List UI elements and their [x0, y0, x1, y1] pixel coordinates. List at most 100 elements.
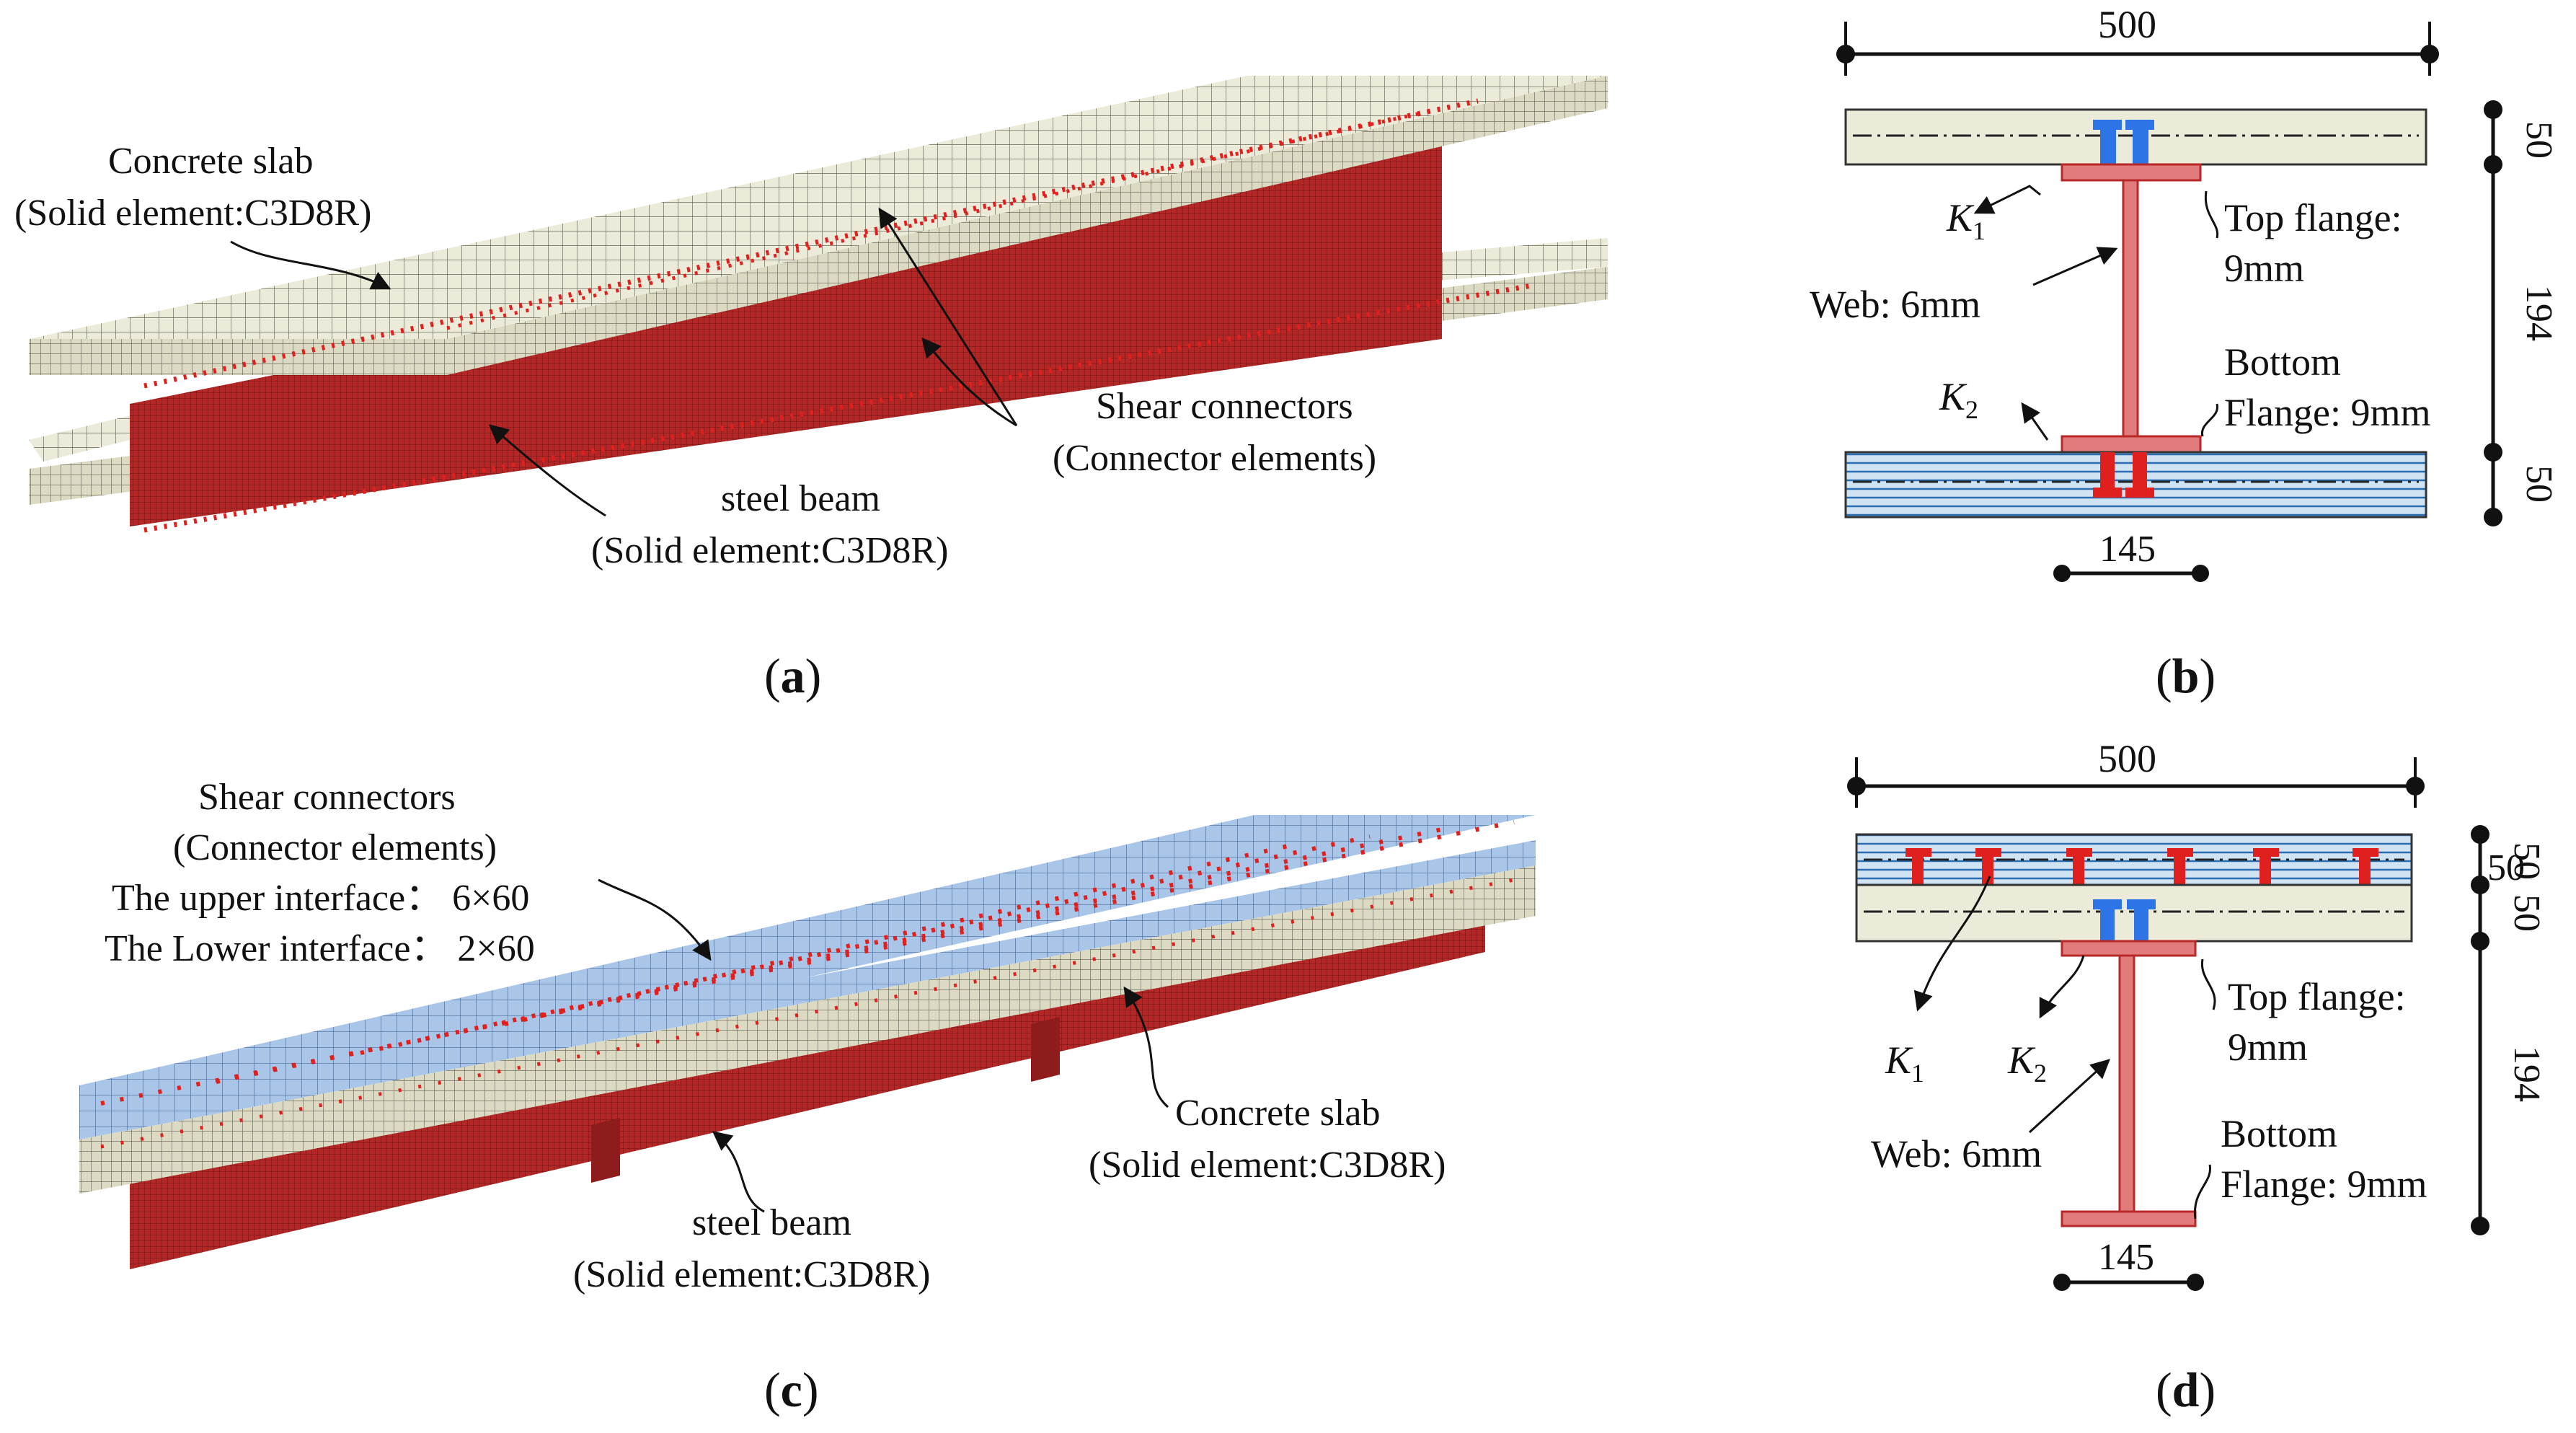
dim-slab-mid-label: 50	[2506, 894, 2547, 932]
panel-a: Concrete slab (Solid element:C3D8R) Shea…	[14, 76, 1608, 703]
label-shear-connectors-element: (Connector elements)	[1053, 438, 1376, 479]
label-k1: K1	[1946, 196, 1986, 245]
label-web: Web: 6mm	[1871, 1132, 2042, 1176]
model-c-beam	[79, 815, 1536, 1269]
dim-web-label: 194	[2506, 1046, 2547, 1102]
c-steel-stiffener	[591, 1118, 620, 1183]
label-web: Web: 6mm	[1810, 283, 1980, 326]
label-c-shear-connectors: Shear connectors	[198, 777, 456, 818]
dim-dot	[2471, 876, 2489, 894]
steel-web	[130, 141, 1442, 526]
d-blue-stud	[2100, 901, 2115, 941]
dim-dot	[2053, 565, 2071, 582]
label-c-steel-beam: steel beam	[692, 1202, 851, 1243]
label-top-flange-value: 9mm	[2228, 1026, 2308, 1069]
panel-b: 500 50 194 50 145 K1	[1810, 3, 2559, 703]
arrow-top-flange	[2200, 958, 2216, 1010]
label-c-concrete-slab-element: (Solid element:C3D8R)	[1089, 1145, 1446, 1186]
c-slab-front	[79, 865, 1536, 1194]
top-slab-top-face	[29, 76, 1608, 339]
b-web	[2122, 179, 2139, 438]
b-red-stud	[2133, 452, 2147, 493]
label-steel-beam: steel beam	[721, 478, 880, 519]
dim-flange-label: 145	[2098, 1237, 2154, 1278]
d-bottom-flange	[2061, 1210, 2197, 1227]
dim-slab-bottom-label: 50	[2518, 465, 2559, 503]
caption-a: (a)	[764, 648, 821, 703]
c-connector-row	[100, 820, 1515, 1106]
b-top-flange	[2061, 163, 2202, 182]
d-red-studs	[1906, 848, 2378, 885]
label-bottom: Bottom	[2224, 340, 2341, 384]
dim-slab-top-label: 50	[2506, 842, 2547, 880]
label-bottom-flange: Flange: 9mm	[2221, 1163, 2427, 1206]
caption-d: (d)	[2156, 1362, 2216, 1417]
label-k2: K2	[2007, 1039, 2047, 1088]
arrow-web	[2032, 247, 2118, 286]
arrow-bottom-flange	[2201, 403, 2218, 437]
top-slab-front-face	[29, 76, 1608, 375]
dim-dot	[2471, 1217, 2489, 1235]
dim-dot	[2484, 508, 2502, 526]
dim-dot	[2484, 155, 2502, 174]
b-blue-stud-head	[2093, 120, 2122, 130]
label-bottom-flange: Flange: 9mm	[2224, 391, 2430, 434]
arrow-shear-connectors-2	[921, 337, 1017, 427]
label-top-flange: Top flange:	[2228, 975, 2406, 1018]
arrow-bottom-flange	[2193, 1164, 2212, 1220]
dim-flange-label: 145	[2099, 529, 2156, 570]
label-top-flange: Top flange:	[2224, 196, 2402, 239]
arrow-shear-connectors-1	[878, 207, 1018, 426]
d-top-flange	[2061, 940, 2197, 957]
b-red-stud-head	[2125, 488, 2154, 498]
label-k2: K2	[1939, 375, 1978, 424]
b-blue-stud-head	[2125, 120, 2154, 130]
d-blue-stud	[2134, 901, 2148, 941]
label-k1: K1	[1885, 1039, 1924, 1088]
arrow-k1	[1973, 185, 2041, 214]
dim-slab-low-label: 50	[2487, 847, 2525, 889]
label-c-upper-interface: The upper interface： 6×60	[112, 878, 529, 919]
label-bottom: Bottom	[2221, 1112, 2337, 1155]
dim-web-label: 194	[2518, 285, 2559, 341]
arrow-k2	[2039, 955, 2085, 1019]
label-c-steel-beam-element: (Solid element:C3D8R)	[573, 1254, 930, 1295]
dim-width-label: 500	[2098, 3, 2156, 46]
arrow-c-concrete-slab	[1123, 986, 1169, 1108]
label-concrete-slab-element: (Solid element:C3D8R)	[14, 193, 371, 234]
c-steel-beam-front	[130, 901, 1485, 1269]
dim-dot	[2187, 1274, 2204, 1291]
b-red-stud-head	[2093, 488, 2122, 498]
c-interface-front	[79, 840, 1536, 1139]
arrow-c-shear-connectors	[598, 878, 712, 961]
dim-dot	[2471, 825, 2489, 844]
arrow-k2	[2021, 402, 2049, 441]
label-c-shear-connectors-element: (Connector elements)	[173, 827, 497, 868]
caption-b: (b)	[2156, 648, 2216, 703]
dim-slab-top-label: 50	[2518, 121, 2559, 159]
label-shear-connectors: Shear connectors	[1096, 386, 1353, 427]
label-concrete-slab: Concrete slab	[108, 141, 313, 182]
label-c-lower-interface: The Lower interface： 2×60	[105, 928, 535, 969]
panel-d: 500 50 50 50 194	[1847, 737, 2547, 1417]
b-red-stud	[2100, 452, 2115, 493]
label-steel-beam-element: (Solid element:C3D8R)	[591, 530, 948, 571]
arrow-web	[2028, 1059, 2110, 1134]
label-top-flange-value: 9mm	[2224, 247, 2304, 290]
dim-width-label: 500	[2098, 737, 2156, 780]
b-bottom-flange	[2061, 435, 2202, 454]
model-a-beam	[29, 76, 1608, 533]
c-connector-row	[216, 827, 1443, 1084]
arrow-concrete-slab	[230, 240, 391, 290]
dim-dot	[2192, 565, 2209, 582]
arrow-top-flange	[2204, 190, 2219, 239]
caption-c: (c)	[764, 1362, 819, 1417]
panel-c: Shear connectors (Connector elements) Th…	[79, 777, 1536, 1417]
b-blue-stud	[2133, 123, 2148, 164]
dim-dot	[2471, 932, 2489, 951]
dim-dot	[2484, 100, 2502, 119]
d-web	[2118, 954, 2135, 1213]
arrow-c-steel-beam	[712, 1131, 765, 1213]
c-steel-stiffener	[1031, 1017, 1060, 1082]
arrow-steel-beam	[488, 424, 606, 517]
